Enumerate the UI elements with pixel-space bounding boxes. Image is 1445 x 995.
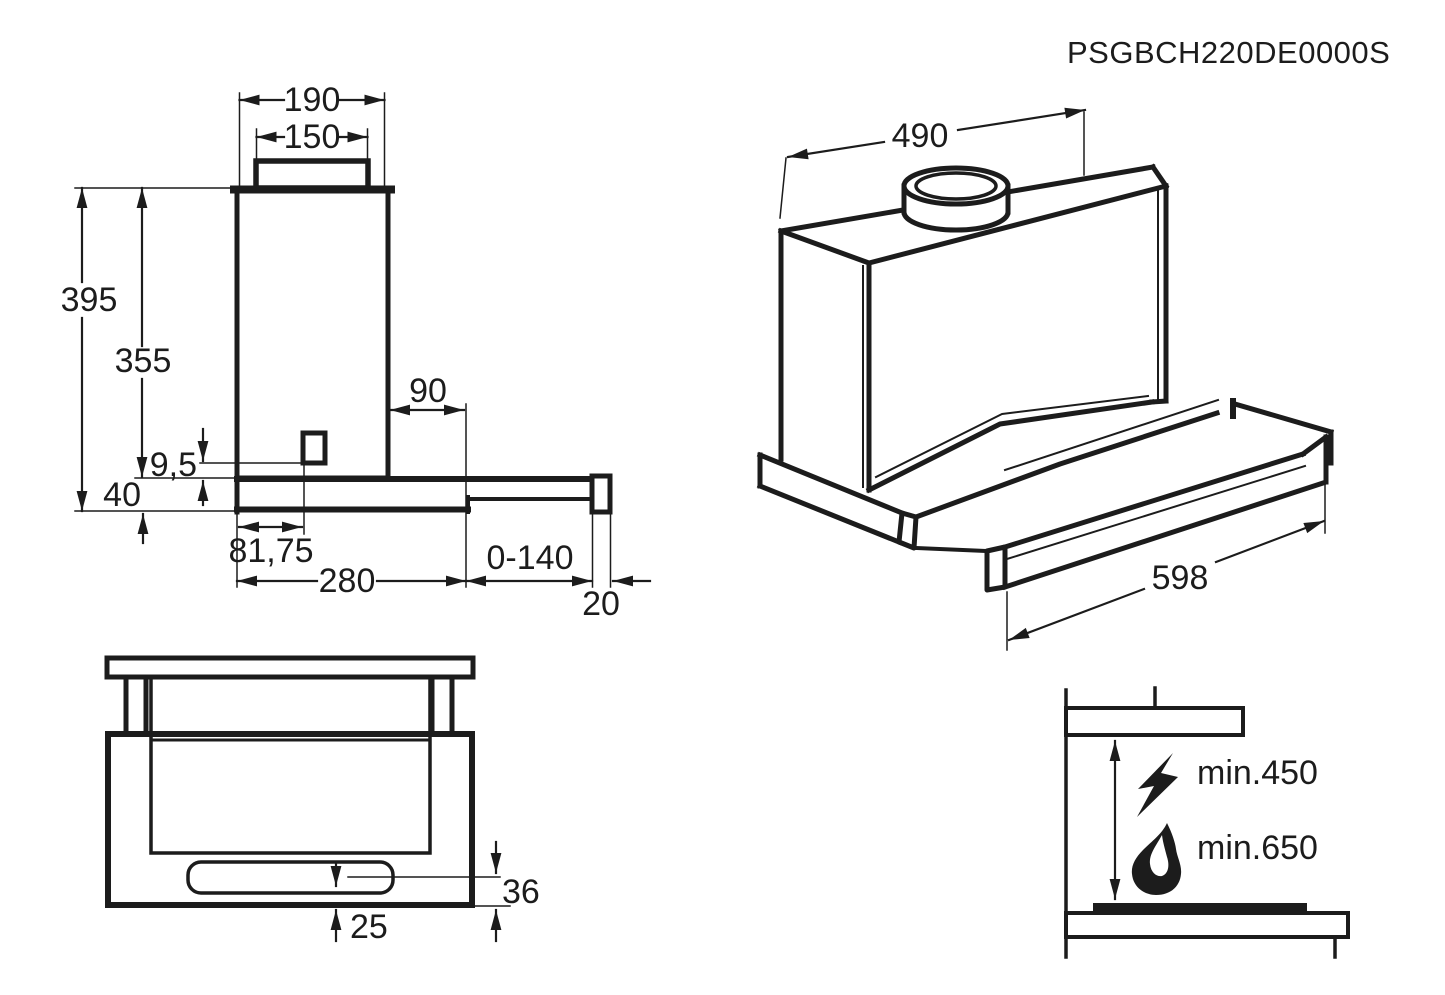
dim-label-81-75: 81,75 [228,532,313,570]
pullout-visor [913,433,1330,593]
dim-490: 490 [779,107,1087,219]
model-number: PSGBCH220DE0000S [1067,35,1390,70]
side-elevation-view: 190 150 395 355 9, [61,81,652,623]
wall-flange [104,655,476,680]
flame-icon [1131,823,1182,895]
bottom-rail-strip [912,398,1335,521]
cooktop-surface [1093,903,1307,913]
dim-150: 150 [255,118,369,159]
hood-schematic [1064,706,1245,737]
dim-280: 280 [235,513,468,600]
dim-label-40: 40 [103,476,141,514]
dim-0-140: 0-140 [464,513,594,588]
dim-label-20: 20 [582,585,620,623]
dim-label-190: 190 [284,81,341,119]
hood-side-outline [230,158,613,515]
dim-label-355: 355 [115,342,172,380]
dim-label-490: 490 [892,117,949,155]
dim-9-5: 9,5 [150,427,327,507]
dim-25: 25 [330,908,388,946]
dim-40: 40 [103,476,149,545]
duct-collar-cylinder [901,165,1011,233]
hood-body [234,185,391,481]
dim-label-598: 598 [1152,559,1209,597]
clearance-view: min.450 min.650 [1064,686,1350,959]
dim-label-25: 25 [350,908,388,946]
dim-label-0-140: 0-140 [487,539,574,577]
dim-395: 395 [61,186,235,513]
visor-end-cap [589,473,613,515]
dim-label-150: 150 [284,118,341,156]
gas-clearance-label: min.650 [1197,829,1318,867]
dim-label-36: 36 [502,873,540,911]
electric-clearance-label: min.450 [1197,754,1318,792]
dim-190: 190 [238,81,386,187]
dim-label-280: 280 [319,562,376,600]
duct-collar [253,158,371,191]
counter-top [1064,911,1350,939]
hood-plan-outline [104,655,476,908]
dim-label-90: 90 [409,372,447,410]
dim-20: 20 [582,513,652,623]
mounting-slot [300,430,328,466]
inner-housing [149,675,432,855]
dim-label-9-5: 9,5 [150,446,197,484]
plinth-bar [756,451,919,551]
dim-81-75: 81,75 [228,464,314,570]
dim-355: 355 [115,186,236,479]
hood-plan-body [105,731,475,908]
dim-label-395: 395 [61,281,118,319]
dim-598: 598 [1006,466,1326,651]
hood-isometric-outline [756,163,1335,593]
dim-90: 90 [388,372,467,588]
lightning-icon [1137,753,1178,817]
plan-view: 36 25 [104,655,540,946]
dim-36: 36 [330,840,540,943]
isometric-view: 490 598 [756,107,1335,651]
